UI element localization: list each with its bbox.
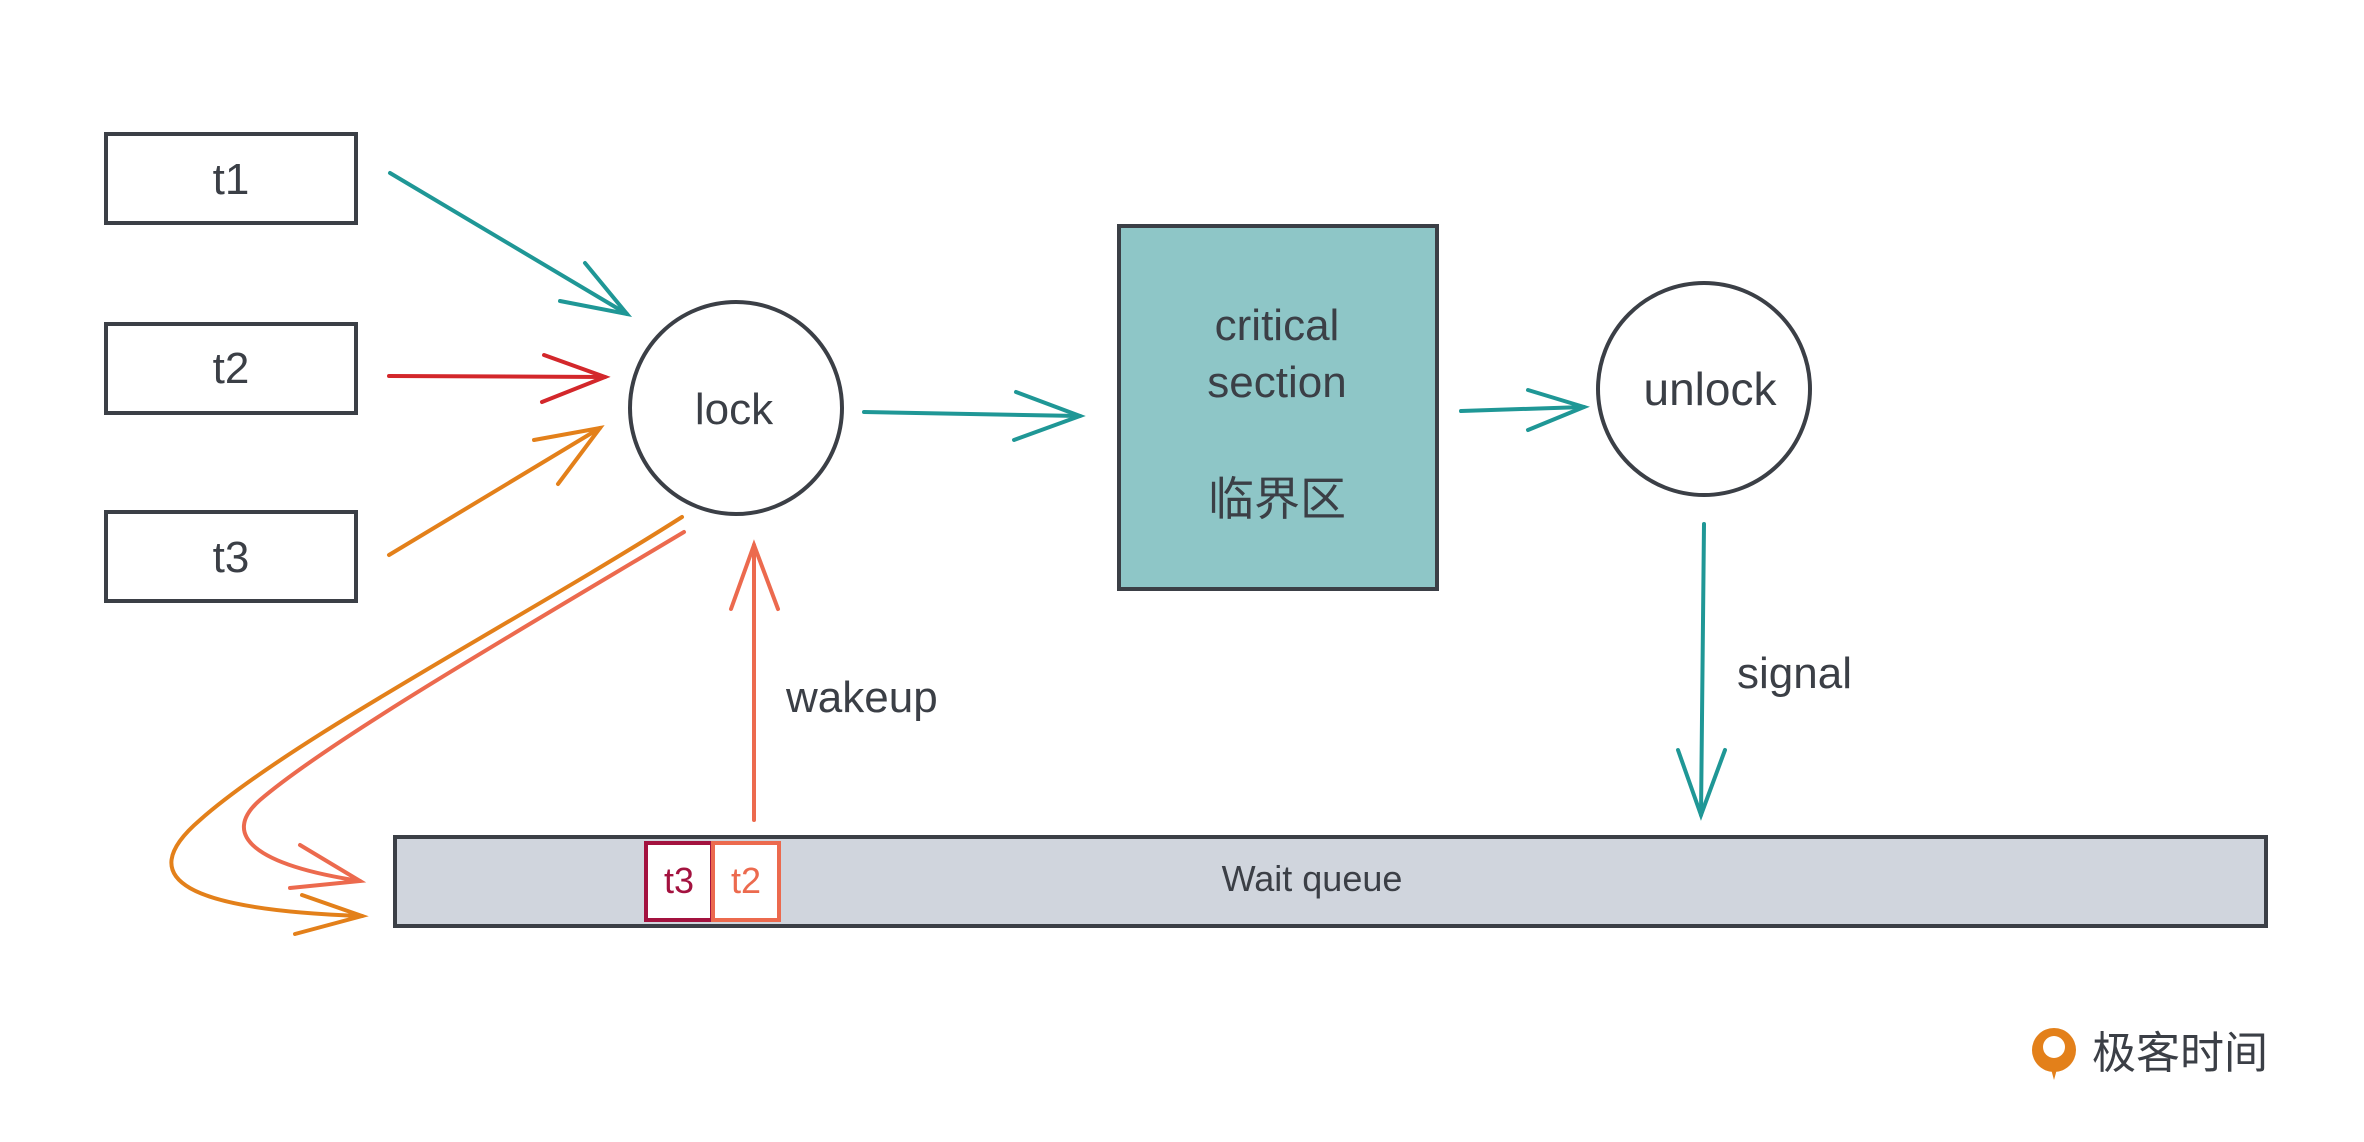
arrow-lock-to-critical-section [862,390,1086,442]
unlock-label: unlock [1644,363,1778,415]
critical-section-line1: critical [1215,301,1340,350]
queue-item-t2-label: t2 [731,860,761,901]
lock-node: lock [628,300,844,516]
unlock-node: unlock [1596,281,1812,497]
queue-item-t2: t2 [711,841,781,922]
arrow-lock-to-queue-salmon [241,530,686,890]
thread-box-t2: t2 [104,322,358,415]
thread-box-t1: t1 [104,132,358,225]
thread-label-t1: t1 [213,155,250,204]
arrow-signal [1676,522,1727,821]
queue-item-t3: t3 [644,841,714,922]
wait-queue: Wait queue t3 t2 [393,835,2268,928]
lock-label: lock [695,385,774,434]
thread-label-t2: t2 [213,344,250,393]
logo: 极客时间 [2032,1028,2268,1080]
arrow-lock-to-queue-orange [169,515,684,936]
arrow-critical-section-to-unlock [1459,388,1590,432]
arrow-t2-to-lock [387,353,611,404]
thread-box-t3: t3 [104,510,358,603]
thread-label-t3: t3 [213,533,250,582]
critical-section-box: critical section 临界区 [1117,224,1439,591]
critical-section-line2: section [1207,358,1346,407]
queue-item-t3-label: t3 [664,860,694,901]
arrow-t1-to-lock [388,171,633,318]
logo-text: 极客时间 [2092,1028,2268,1079]
signal-label: signal [1737,649,1852,698]
critical-section-chinese: 临界区 [1208,472,1346,526]
logo-mark-icon [2032,1028,2076,1080]
wait-queue-label: Wait queue [1222,858,1403,899]
arrow-t3-to-lock [387,425,605,557]
arrow-wakeup [729,539,780,822]
wakeup-label: wakeup [785,673,938,722]
